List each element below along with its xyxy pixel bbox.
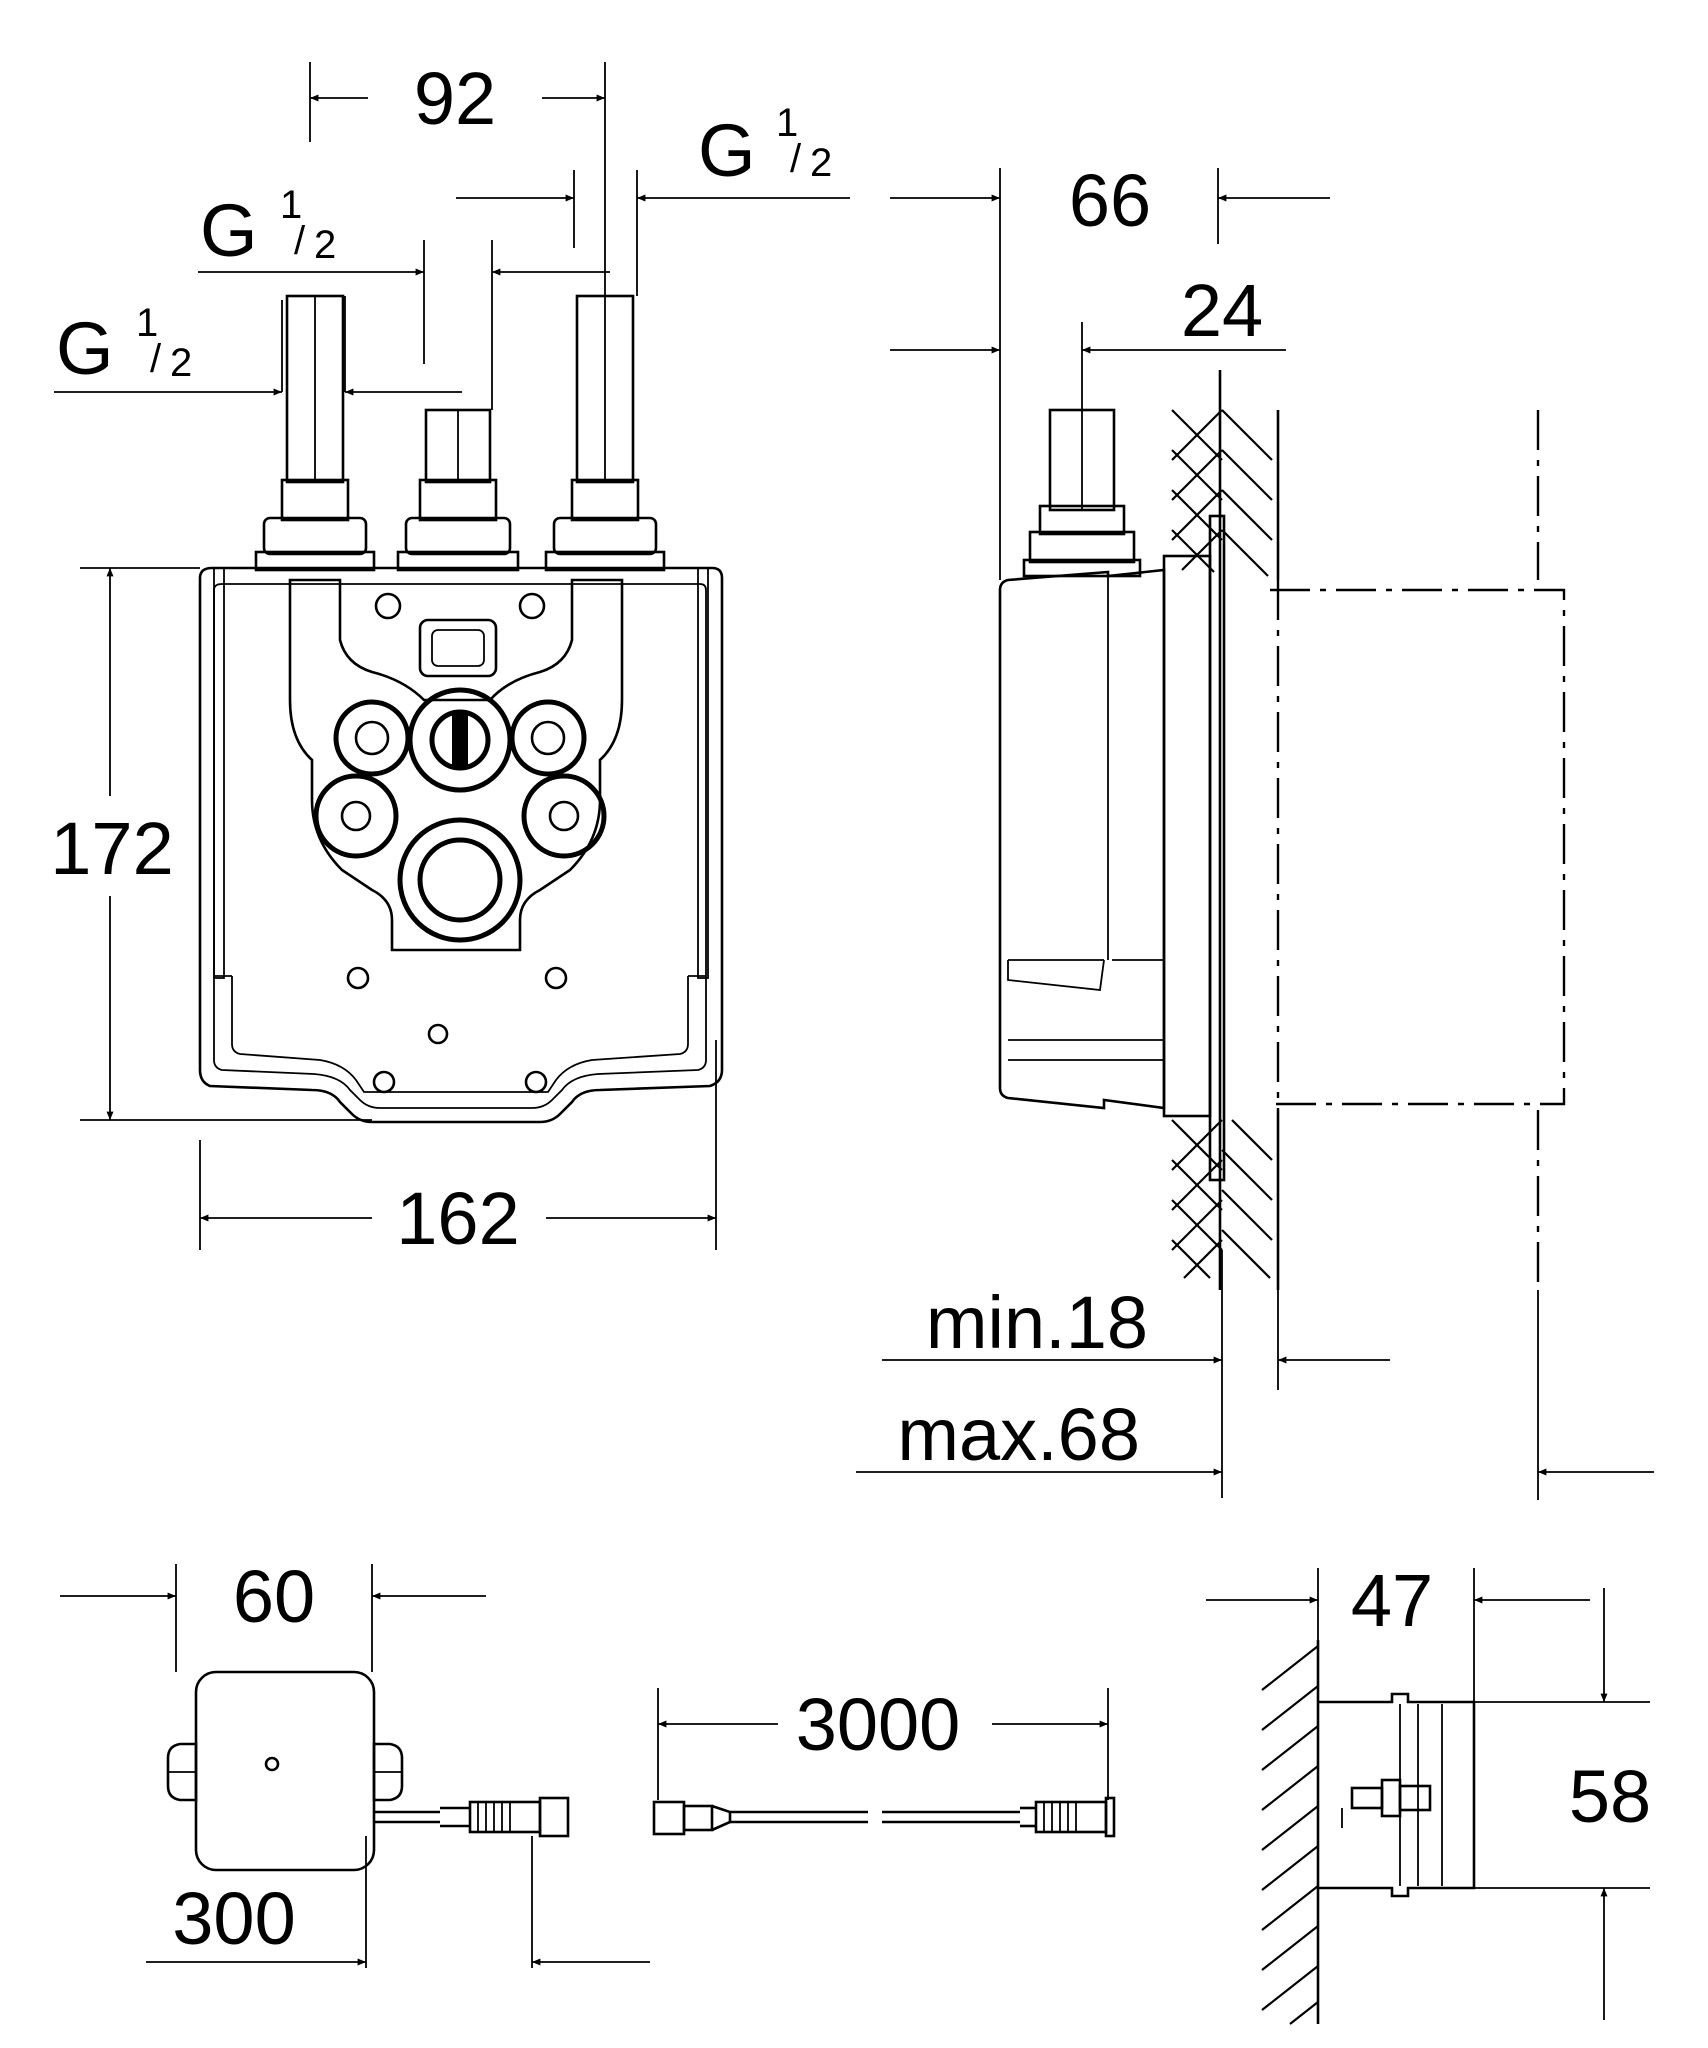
side-view: 66 24 min.18 max.68 xyxy=(856,159,1654,1500)
extension-cable xyxy=(652,1796,1116,1838)
thread-label-middle: G 1 / 2 xyxy=(200,183,336,272)
thread-right-den: 2 xyxy=(810,141,832,185)
sensor-view: 60 300 3000 xyxy=(60,1555,1116,1968)
thread-middle-num: 1 xyxy=(280,183,302,227)
dim-60: 60 xyxy=(233,1555,315,1638)
dim-300: 300 xyxy=(172,1877,295,1960)
thread-middle-den: 2 xyxy=(314,223,336,267)
thread-left-letter: G xyxy=(56,307,114,390)
thread-label-left: G 1 / 2 xyxy=(56,301,192,390)
sensor-side-view: 47 58 xyxy=(1206,1559,1651,2025)
thread-right-slash: / xyxy=(790,137,802,181)
wall-hatch xyxy=(1171,370,1280,1290)
thread-middle-slash: / xyxy=(294,219,306,263)
thread-right-letter: G xyxy=(698,109,756,192)
thread-left-slash: / xyxy=(150,337,162,381)
thread-left-den: 2 xyxy=(170,341,192,385)
dim-162: 162 xyxy=(396,1177,519,1260)
dim-max-68: max.68 xyxy=(897,1393,1140,1476)
thread-label-right: G 1 / 2 xyxy=(698,101,832,192)
dim-172: 172 xyxy=(50,807,173,890)
thread-left-num: 1 xyxy=(136,301,158,345)
thread-middle-letter: G xyxy=(200,189,258,272)
dim-47: 47 xyxy=(1351,1559,1433,1642)
dim-24: 24 xyxy=(1181,269,1263,352)
dim-66: 66 xyxy=(1069,159,1151,242)
dim-3000: 3000 xyxy=(796,1683,961,1766)
dim-92: 92 xyxy=(414,57,496,140)
dim-58: 58 xyxy=(1569,1755,1651,1838)
thread-right-num: 1 xyxy=(776,101,798,145)
dim-min-18: min.18 xyxy=(926,1281,1148,1364)
front-view: 92 G 1 / 2 G 1 / 2 G 1 / 2 172 xyxy=(50,57,850,1260)
